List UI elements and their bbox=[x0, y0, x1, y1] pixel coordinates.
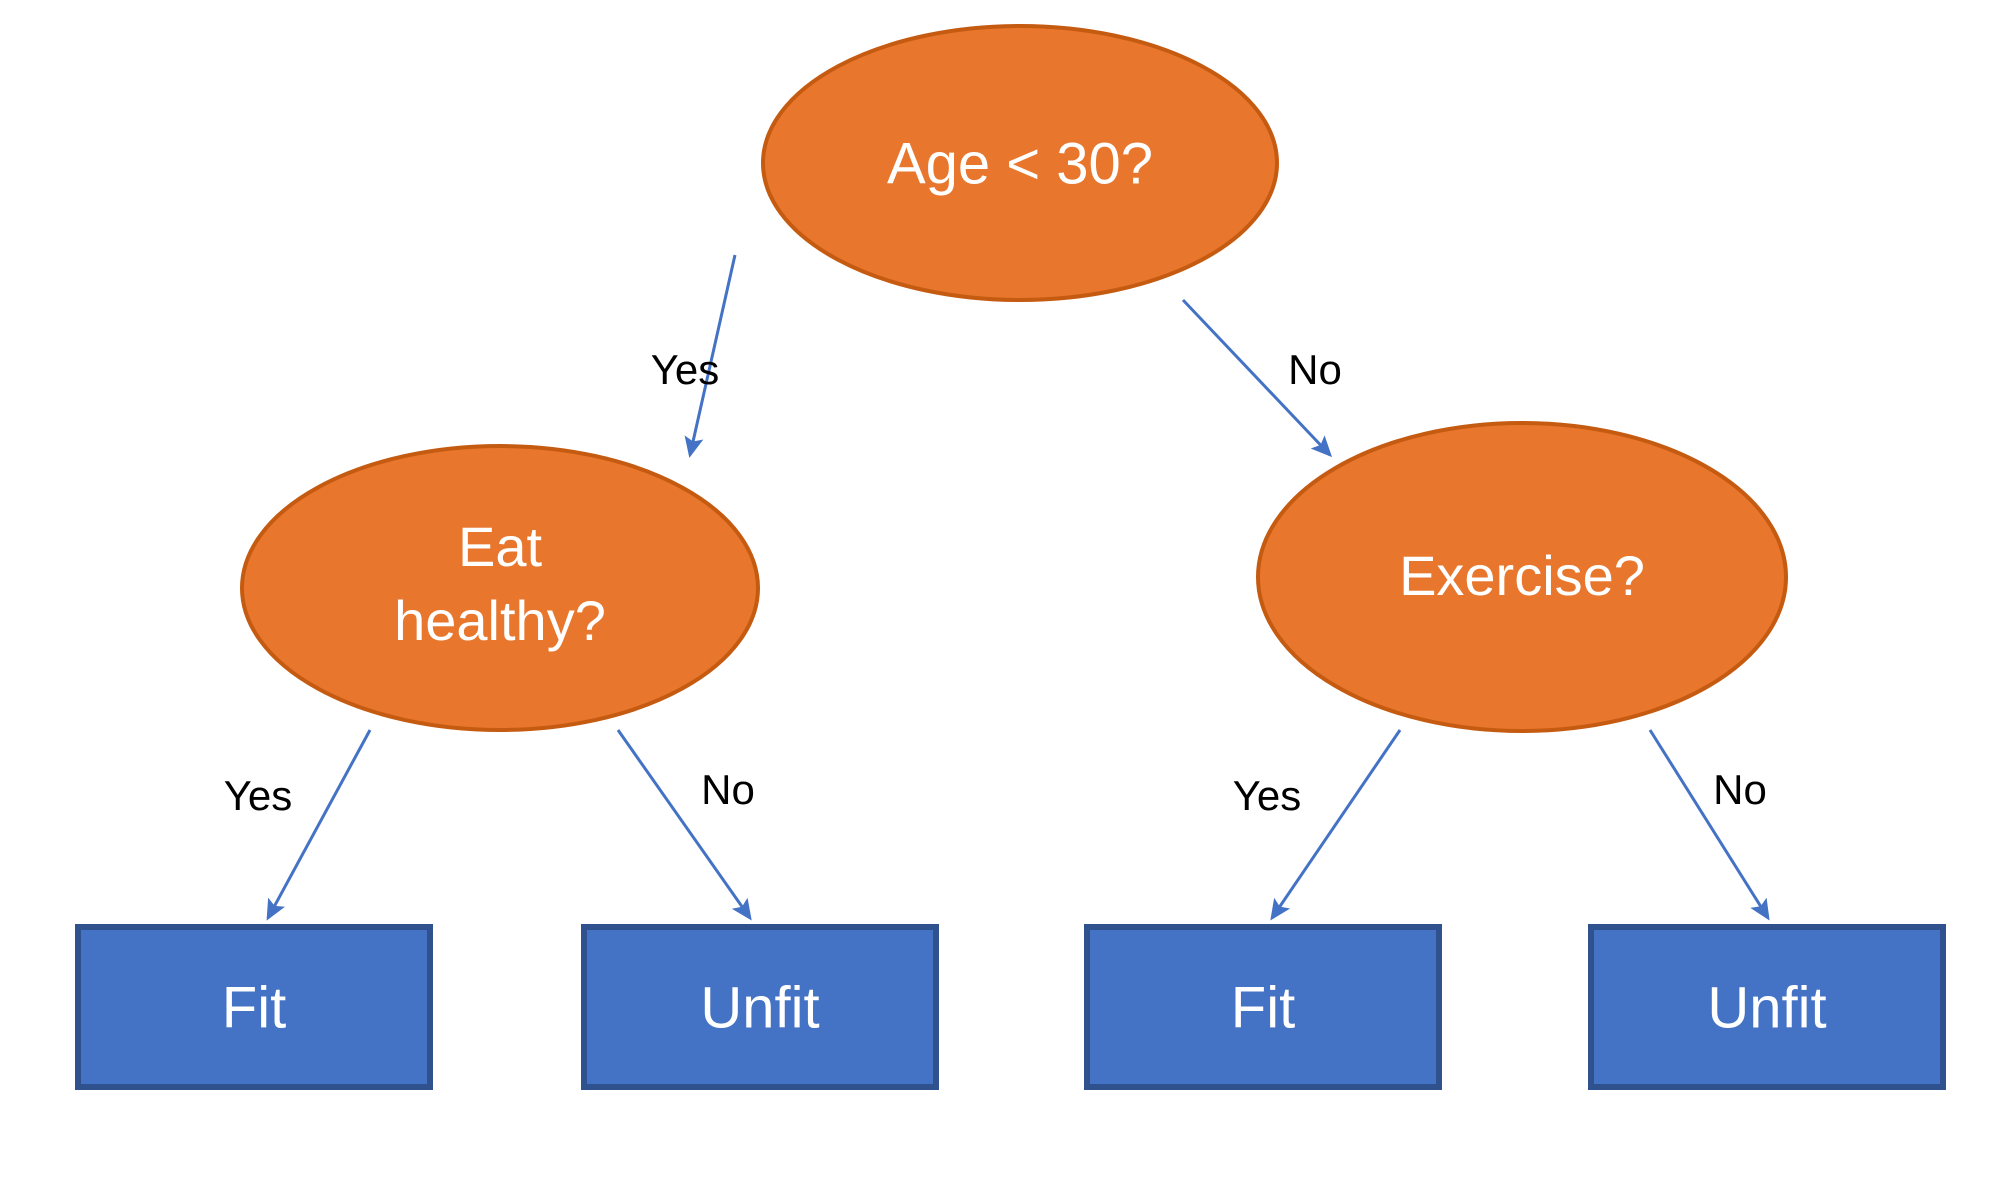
edge-label-yes-left: Yes bbox=[651, 346, 720, 393]
leaf4-rect-shape[interactable] bbox=[1588, 924, 1946, 1090]
node-leaf-unfit-2[interactable]: Unfit bbox=[1588, 924, 1946, 1090]
eat-healthy-ellipse-shape[interactable] bbox=[240, 444, 760, 732]
leaf3-label: Fit bbox=[1231, 975, 1295, 1040]
edge-label-no-leaf4: No bbox=[1713, 766, 1767, 813]
node-leaf-fit-1[interactable]: Fit bbox=[75, 924, 433, 1090]
leaf3-rect-shape[interactable] bbox=[1084, 924, 1442, 1090]
root-node-label: Age < 30? bbox=[887, 131, 1153, 196]
edge-line-no-leaf4 bbox=[1648, 729, 1770, 921]
edge-line-yes-leaf1 bbox=[266, 729, 372, 921]
edge-label-no-leaf2: No bbox=[701, 766, 755, 813]
node-eat-healthy[interactable]: Eat healthy? bbox=[240, 444, 760, 732]
edge-line-no-leaf2 bbox=[616, 729, 752, 921]
edge-root-to-exercise: No bbox=[1181, 298, 1342, 458]
edge-line-yes-leaf3 bbox=[1270, 729, 1402, 921]
edge-eat-healthy-to-unfit: No bbox=[616, 729, 755, 921]
node-root-age[interactable]: Age < 30? bbox=[761, 24, 1279, 302]
root-ellipse-shape[interactable] bbox=[761, 24, 1279, 302]
edge-root-to-eat-healthy: Yes bbox=[651, 254, 737, 458]
leaf2-label: Unfit bbox=[700, 975, 819, 1040]
eat-healthy-label-line2: healthy? bbox=[394, 589, 606, 652]
leaf1-label: Fit bbox=[222, 975, 286, 1040]
edge-line-yes-left bbox=[684, 254, 737, 458]
node-leaf-unfit-1[interactable]: Unfit bbox=[581, 924, 939, 1090]
node-exercise[interactable]: Exercise? bbox=[1256, 421, 1788, 733]
edge-exercise-to-fit: Yes bbox=[1233, 729, 1402, 921]
edge-label-no-right: No bbox=[1288, 346, 1342, 393]
edge-exercise-to-unfit: No bbox=[1648, 729, 1770, 921]
exercise-ellipse-shape[interactable] bbox=[1256, 421, 1788, 733]
edge-eat-healthy-to-fit: Yes bbox=[224, 729, 372, 921]
exercise-node-label: Exercise? bbox=[1399, 544, 1645, 607]
leaf1-rect-shape[interactable] bbox=[75, 924, 433, 1090]
edge-line-no-right bbox=[1181, 298, 1333, 458]
edge-label-yes-leaf1: Yes bbox=[224, 772, 293, 819]
edge-label-yes-leaf3: Yes bbox=[1233, 772, 1302, 819]
leaf2-rect-shape[interactable] bbox=[581, 924, 939, 1090]
leaf4-label: Unfit bbox=[1707, 975, 1826, 1040]
node-leaf-fit-2[interactable]: Fit bbox=[1084, 924, 1442, 1090]
eat-healthy-label-line1: Eat bbox=[458, 515, 542, 578]
